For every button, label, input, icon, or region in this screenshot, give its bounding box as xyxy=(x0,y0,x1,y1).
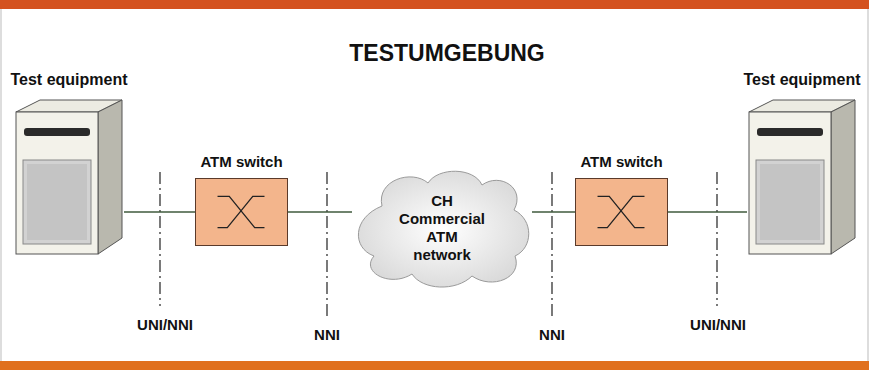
switch-box: ATM switch xyxy=(575,178,668,246)
switch-box: ATM switch xyxy=(195,178,288,246)
interface-label: UNI/NNI xyxy=(688,316,748,333)
equipment-node: Test equipment xyxy=(747,98,857,256)
node-heading: Test equipment xyxy=(10,71,127,89)
node-heading: ATM switch xyxy=(200,153,282,170)
node-heading: Test equipment xyxy=(743,71,860,89)
link-line xyxy=(288,211,352,212)
computer-icon xyxy=(747,98,857,256)
switch-symbol xyxy=(576,179,667,245)
interface-label: NNI xyxy=(537,326,567,343)
node-heading: ATM switch xyxy=(580,153,662,170)
interface-label: NNI xyxy=(312,326,342,343)
cloud-label: CH Commercial ATM network xyxy=(396,192,488,264)
network-cloud: CH Commercial ATM network xyxy=(352,166,532,290)
diagram-title: TESTUMGEBUNG xyxy=(349,40,545,67)
interface-label: UNI/NNI xyxy=(135,316,195,333)
link-line xyxy=(124,211,195,212)
switch-symbol xyxy=(196,179,287,245)
link-line xyxy=(532,211,575,212)
computer-icon xyxy=(14,98,124,256)
equipment-node: Test equipment xyxy=(14,98,124,256)
link-line xyxy=(668,211,747,212)
